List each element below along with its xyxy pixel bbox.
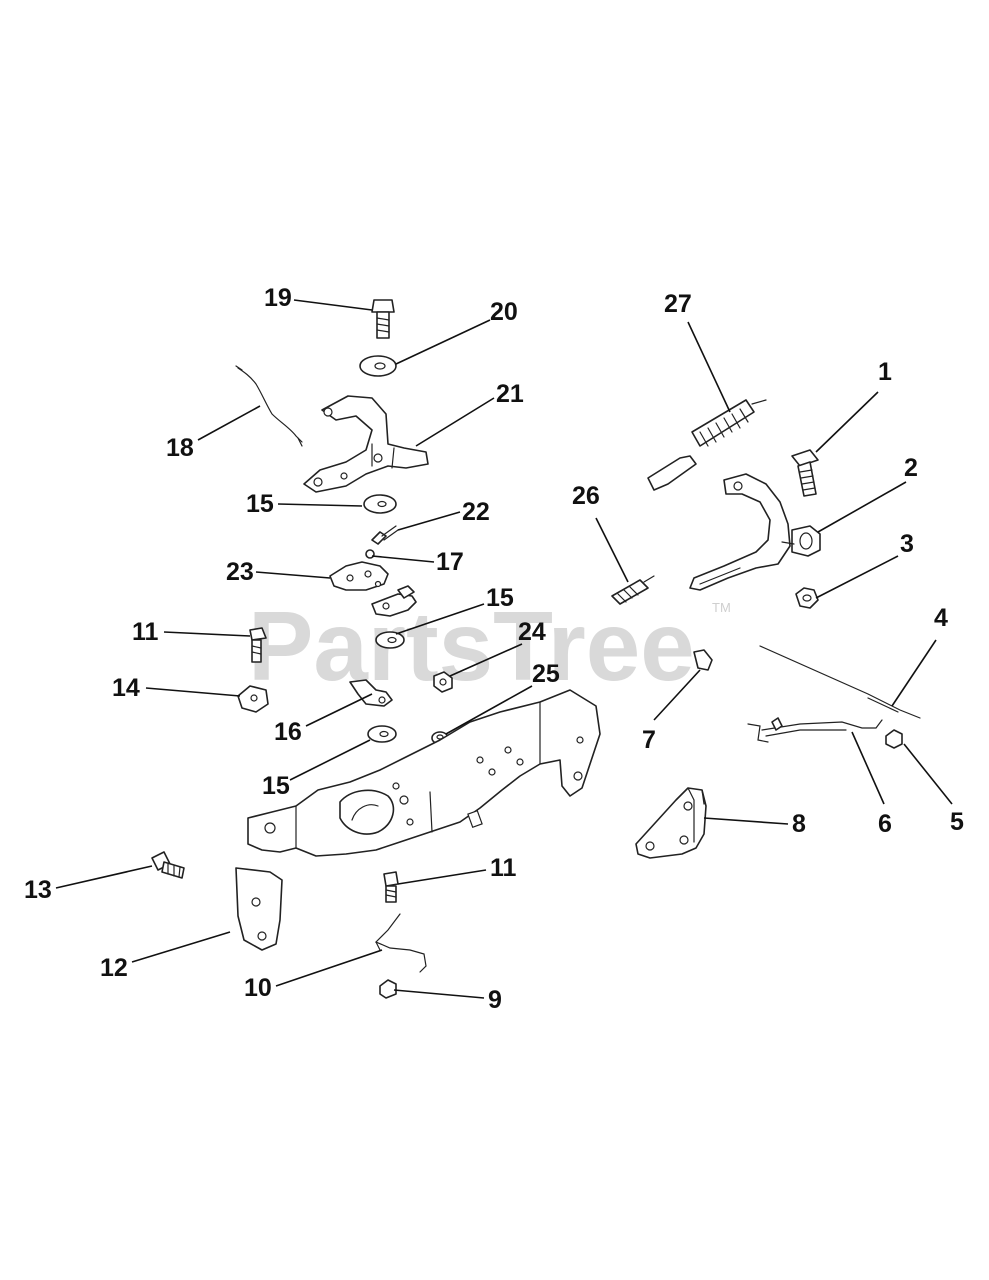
- part-1-bolt[interactable]: [791, 449, 819, 497]
- leader-3: [815, 555, 899, 599]
- callout-13[interactable]: 13: [24, 876, 52, 904]
- leader-9: [393, 989, 485, 999]
- watermark-text: PartsTree: [248, 591, 695, 701]
- part-3-nut[interactable]: [795, 587, 819, 609]
- part-21-bracket[interactable]: [303, 395, 429, 493]
- part-18-wire-link[interactable]: [235, 365, 303, 447]
- leader-15a: [277, 503, 363, 507]
- leader-15c: [289, 739, 371, 781]
- leader-19: [293, 299, 373, 311]
- part-11-bolt-upper[interactable]: [249, 627, 267, 663]
- callout-6[interactable]: 6: [878, 810, 892, 838]
- leader-4: [891, 639, 937, 707]
- part-10-spring-clip[interactable]: [374, 913, 427, 973]
- leader-10: [275, 949, 383, 987]
- callout-24[interactable]: 24: [518, 618, 546, 646]
- callout-9[interactable]: 9: [488, 986, 502, 1014]
- leader-2: [817, 481, 907, 533]
- callout-18[interactable]: 18: [166, 434, 194, 462]
- leader-25: [445, 685, 533, 735]
- leader-27: [687, 321, 731, 413]
- leader-15b: [395, 603, 485, 635]
- callout-3[interactable]: 3: [900, 530, 914, 558]
- watermark-trademark: TM: [712, 600, 731, 615]
- part-13-bolt[interactable]: [151, 851, 185, 879]
- callout-1[interactable]: 1: [878, 358, 892, 386]
- part-23-lever[interactable]: [329, 561, 389, 591]
- callout-22[interactable]: 22: [462, 498, 490, 526]
- leader-13: [55, 865, 153, 889]
- leader-23: [255, 571, 331, 579]
- part-8-mounting-plate[interactable]: [635, 787, 707, 859]
- leader-17: [371, 555, 435, 563]
- callout-16[interactable]: 16: [274, 718, 302, 746]
- part-2-lever-arm[interactable]: [689, 473, 821, 591]
- callout-21[interactable]: 21: [496, 380, 524, 408]
- callout-12[interactable]: 12: [100, 954, 128, 982]
- part-19-bolt[interactable]: [371, 299, 395, 339]
- callout-11a[interactable]: 11: [132, 618, 159, 646]
- part-control-arm[interactable]: [371, 585, 417, 617]
- leader-lines: [55, 299, 953, 999]
- callout-labels: 1 2 3 4 5 6 7 8 9 10 11 11 12 13 14 15 1…: [24, 284, 964, 1014]
- callout-11b[interactable]: 11: [490, 854, 517, 882]
- part-24-nut[interactable]: [433, 671, 453, 693]
- callout-15b[interactable]: 15: [486, 584, 514, 612]
- leader-14: [145, 687, 241, 697]
- leader-20: [395, 319, 491, 365]
- callout-5[interactable]: 5: [950, 808, 964, 836]
- part-27-spring[interactable]: [647, 399, 767, 491]
- leader-16: [305, 693, 373, 727]
- leader-22: [397, 511, 461, 531]
- callout-27[interactable]: 27: [664, 290, 692, 318]
- callout-15c[interactable]: 15: [262, 772, 290, 800]
- leader-24: [449, 643, 523, 677]
- part-11-bolt-lower[interactable]: [383, 871, 399, 903]
- part-15-washer-lower[interactable]: [367, 725, 397, 743]
- callout-26[interactable]: 26: [572, 482, 600, 510]
- part-16-link[interactable]: [349, 679, 393, 707]
- leader-26: [595, 517, 629, 583]
- callout-19[interactable]: 19: [264, 284, 292, 312]
- part-5-nut[interactable]: [885, 729, 903, 749]
- part-15-washer-middle[interactable]: [375, 631, 405, 649]
- leader-7: [653, 669, 701, 721]
- part-6-linkage-rod[interactable]: [747, 717, 883, 743]
- callout-10[interactable]: 10: [244, 974, 272, 1002]
- leader-11b: [397, 869, 487, 885]
- leader-8: [703, 817, 789, 825]
- leader-1: [815, 391, 879, 453]
- callout-25[interactable]: 25: [532, 660, 560, 688]
- leader-5: [903, 743, 953, 805]
- part-4-rod[interactable]: [759, 645, 921, 719]
- callout-23[interactable]: 23: [226, 558, 254, 586]
- part-20-washer[interactable]: [359, 355, 397, 377]
- callout-8[interactable]: 8: [792, 810, 806, 838]
- callout-2[interactable]: 2: [904, 454, 918, 482]
- callout-7[interactable]: 7: [642, 726, 656, 754]
- callout-4[interactable]: 4: [934, 604, 948, 632]
- callout-17[interactable]: 17: [436, 548, 464, 576]
- part-15-washer-top[interactable]: [363, 494, 397, 514]
- part-22-screw[interactable]: [371, 525, 399, 545]
- callout-20[interactable]: 20: [490, 298, 518, 326]
- leader-11a: [163, 631, 251, 637]
- part-base-plate[interactable]: [247, 689, 601, 857]
- callout-14[interactable]: 14: [112, 674, 140, 702]
- leader-18: [197, 405, 261, 441]
- leader-21: [415, 397, 495, 447]
- callout-15a[interactable]: 15: [246, 490, 274, 518]
- part-7-clip[interactable]: [693, 649, 713, 671]
- leader-6: [851, 731, 885, 805]
- leader-12: [131, 931, 231, 963]
- part-26-spring[interactable]: [611, 575, 655, 605]
- part-14-clip-nut[interactable]: [237, 685, 269, 713]
- part-9-nut[interactable]: [379, 979, 397, 999]
- part-12-side-bracket[interactable]: [235, 867, 283, 951]
